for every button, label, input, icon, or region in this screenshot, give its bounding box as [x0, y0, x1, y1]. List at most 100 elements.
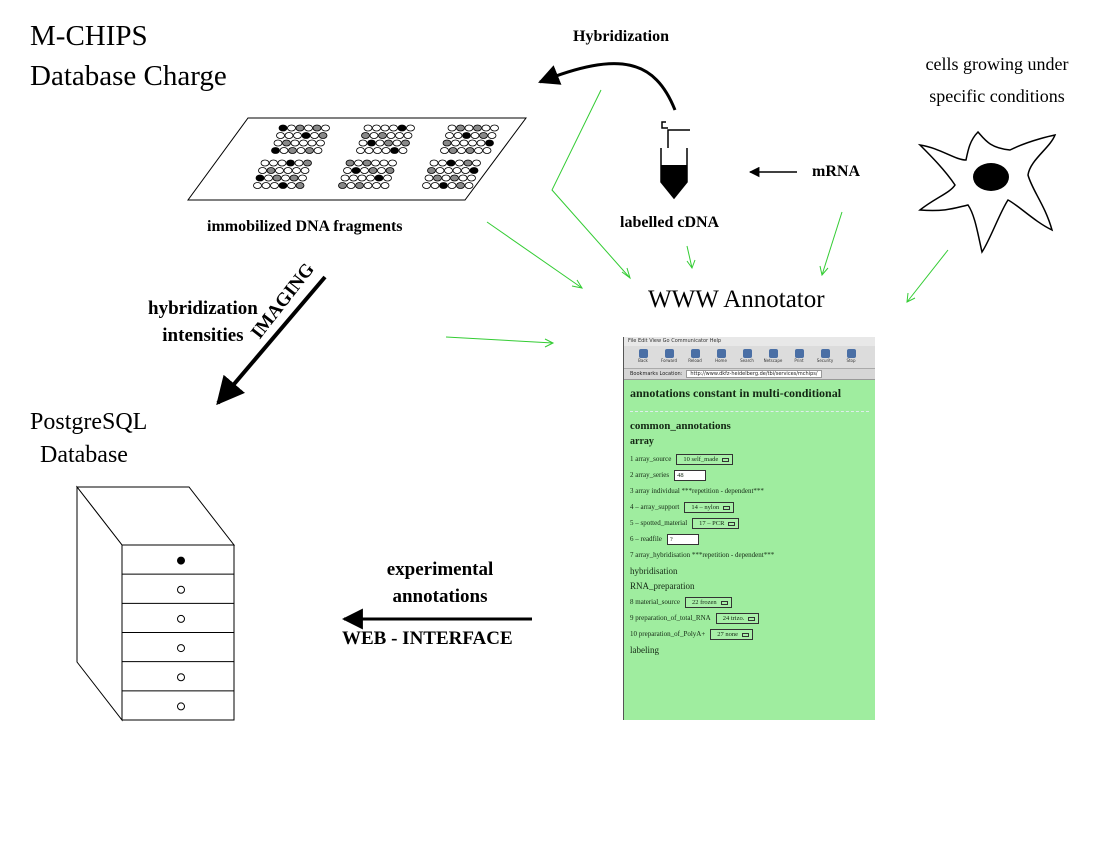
chip-spot — [383, 174, 392, 182]
toolbar-button[interactable]: Print — [788, 346, 810, 368]
chip-spot — [357, 174, 367, 182]
dna-chip — [187, 117, 527, 201]
chip-spot — [392, 139, 402, 147]
annotation-select[interactable]: 14 – nylon — [684, 501, 735, 513]
toolbar-label: Reload — [688, 358, 702, 363]
chip-spot — [422, 182, 431, 189]
chip-spot — [435, 167, 445, 174]
chip-spot — [403, 132, 413, 139]
title: M-CHIPS Database Charge — [30, 16, 227, 96]
toolbar-icon — [690, 349, 700, 358]
chip-spot — [258, 167, 267, 174]
labelled-cdna-label: labelled cDNA — [620, 214, 720, 231]
toolbar-button[interactable]: Forward — [658, 346, 680, 368]
chip-spot — [490, 124, 499, 132]
database-cabinet — [75, 485, 236, 722]
toolbar-label: Print — [794, 358, 804, 363]
chip-spot — [362, 159, 372, 167]
location-bar: Bookmarks Location:http://www.dkfz-heide… — [624, 369, 875, 380]
chip-spot — [266, 167, 276, 174]
www-annotator-label: WWW Annotator — [648, 286, 825, 313]
chip-spot — [338, 182, 347, 189]
location-label: Bookmarks Location: — [630, 371, 683, 377]
chip-spot — [361, 132, 370, 139]
toolbar-button[interactable]: Security — [814, 346, 836, 368]
annotator-content: annotations constant in multi-conditiona… — [624, 380, 875, 662]
cells-line1: cells growing under — [925, 54, 1069, 74]
toolbar-button[interactable]: Home — [710, 346, 732, 368]
annotation-select[interactable]: 22 frozen — [684, 596, 732, 608]
toolbar-button[interactable]: Stop — [840, 346, 862, 368]
annotation-select[interactable]: 10 self_made — [676, 453, 734, 465]
chip-spot — [470, 132, 480, 139]
chip-spot — [364, 147, 374, 154]
chip-spot — [264, 174, 273, 182]
chip-spot — [278, 182, 288, 189]
chip-spot — [468, 139, 477, 147]
chip-spot — [386, 132, 396, 139]
annotation-row: 10 preparation_of_PolyA+27 none — [630, 628, 869, 640]
url-field[interactable]: http://www.dkfz-heidelberg.de/tbi/servic… — [686, 370, 822, 378]
chip-spot — [290, 139, 300, 147]
chip-spot — [473, 124, 482, 132]
toolbar-button[interactable]: Back — [632, 346, 654, 368]
annotation-label: 2 array_series — [630, 471, 670, 479]
chip-spot — [464, 124, 474, 132]
annotator-screenshot: File Edit View Go Communicator Help Back… — [623, 337, 875, 720]
chip-spot — [295, 182, 305, 189]
chip-spot — [445, 132, 454, 139]
chip-spot — [287, 124, 296, 132]
annotation-label: 3 array individual ***repetition - depen… — [630, 487, 764, 495]
drawer-knob — [177, 556, 185, 565]
drawer-knob — [177, 614, 185, 623]
chip-spot — [312, 124, 322, 132]
chip-spot — [444, 167, 453, 174]
chip-spot — [269, 159, 278, 167]
toolbar-button[interactable]: Search — [736, 346, 758, 368]
annotation-input[interactable]: 48 — [674, 469, 707, 481]
drawer-knob — [177, 702, 185, 711]
chip-spot — [455, 159, 464, 167]
chip-spot — [300, 167, 310, 174]
chip-spot — [448, 147, 458, 154]
annotation-label: 8 material_source — [630, 598, 680, 606]
toolbar-button[interactable]: Netscape — [762, 346, 784, 368]
cdna-tube — [660, 121, 690, 200]
toolbar-label: Home — [715, 358, 727, 363]
chip-spot — [288, 147, 297, 154]
chip-spot — [272, 174, 282, 182]
annotation-input[interactable]: ? — [666, 533, 699, 545]
chip-spot — [363, 124, 373, 132]
chip-spot — [318, 132, 328, 139]
chip-spot — [433, 174, 442, 182]
chip-spot — [313, 147, 323, 154]
chip-spot — [479, 132, 488, 139]
toolbar-label: Forward — [660, 358, 678, 363]
hybridization-label: Hybridization — [573, 28, 670, 45]
chip-spot — [463, 159, 473, 167]
chip-spot — [301, 132, 311, 139]
toolbar-label: Security — [816, 358, 834, 363]
annotation-select[interactable]: 17 – PCR — [692, 517, 740, 529]
chip-spot — [430, 182, 440, 189]
toolbar-icon — [638, 349, 648, 358]
exp-line1: experimental — [386, 559, 494, 580]
toolbar-label: Back — [638, 358, 648, 363]
chip-spot — [275, 167, 284, 174]
annotation-row: 3 array individual ***repetition - depen… — [630, 485, 869, 497]
chip-spot — [429, 159, 439, 167]
chip-spot — [343, 167, 352, 174]
chip-spot — [305, 147, 314, 154]
annotation-row: 8 material_source 22 frozen — [630, 596, 869, 608]
cells-line2: specific conditions — [929, 86, 1065, 106]
chip-spot — [379, 159, 389, 167]
annotation-select[interactable]: 27 none — [710, 628, 754, 640]
annotation-select[interactable]: 24 trizo. — [715, 612, 760, 624]
toolbar-button[interactable]: Reload — [684, 346, 706, 368]
chip-spot — [377, 167, 386, 174]
toolbar-icon — [742, 349, 752, 358]
